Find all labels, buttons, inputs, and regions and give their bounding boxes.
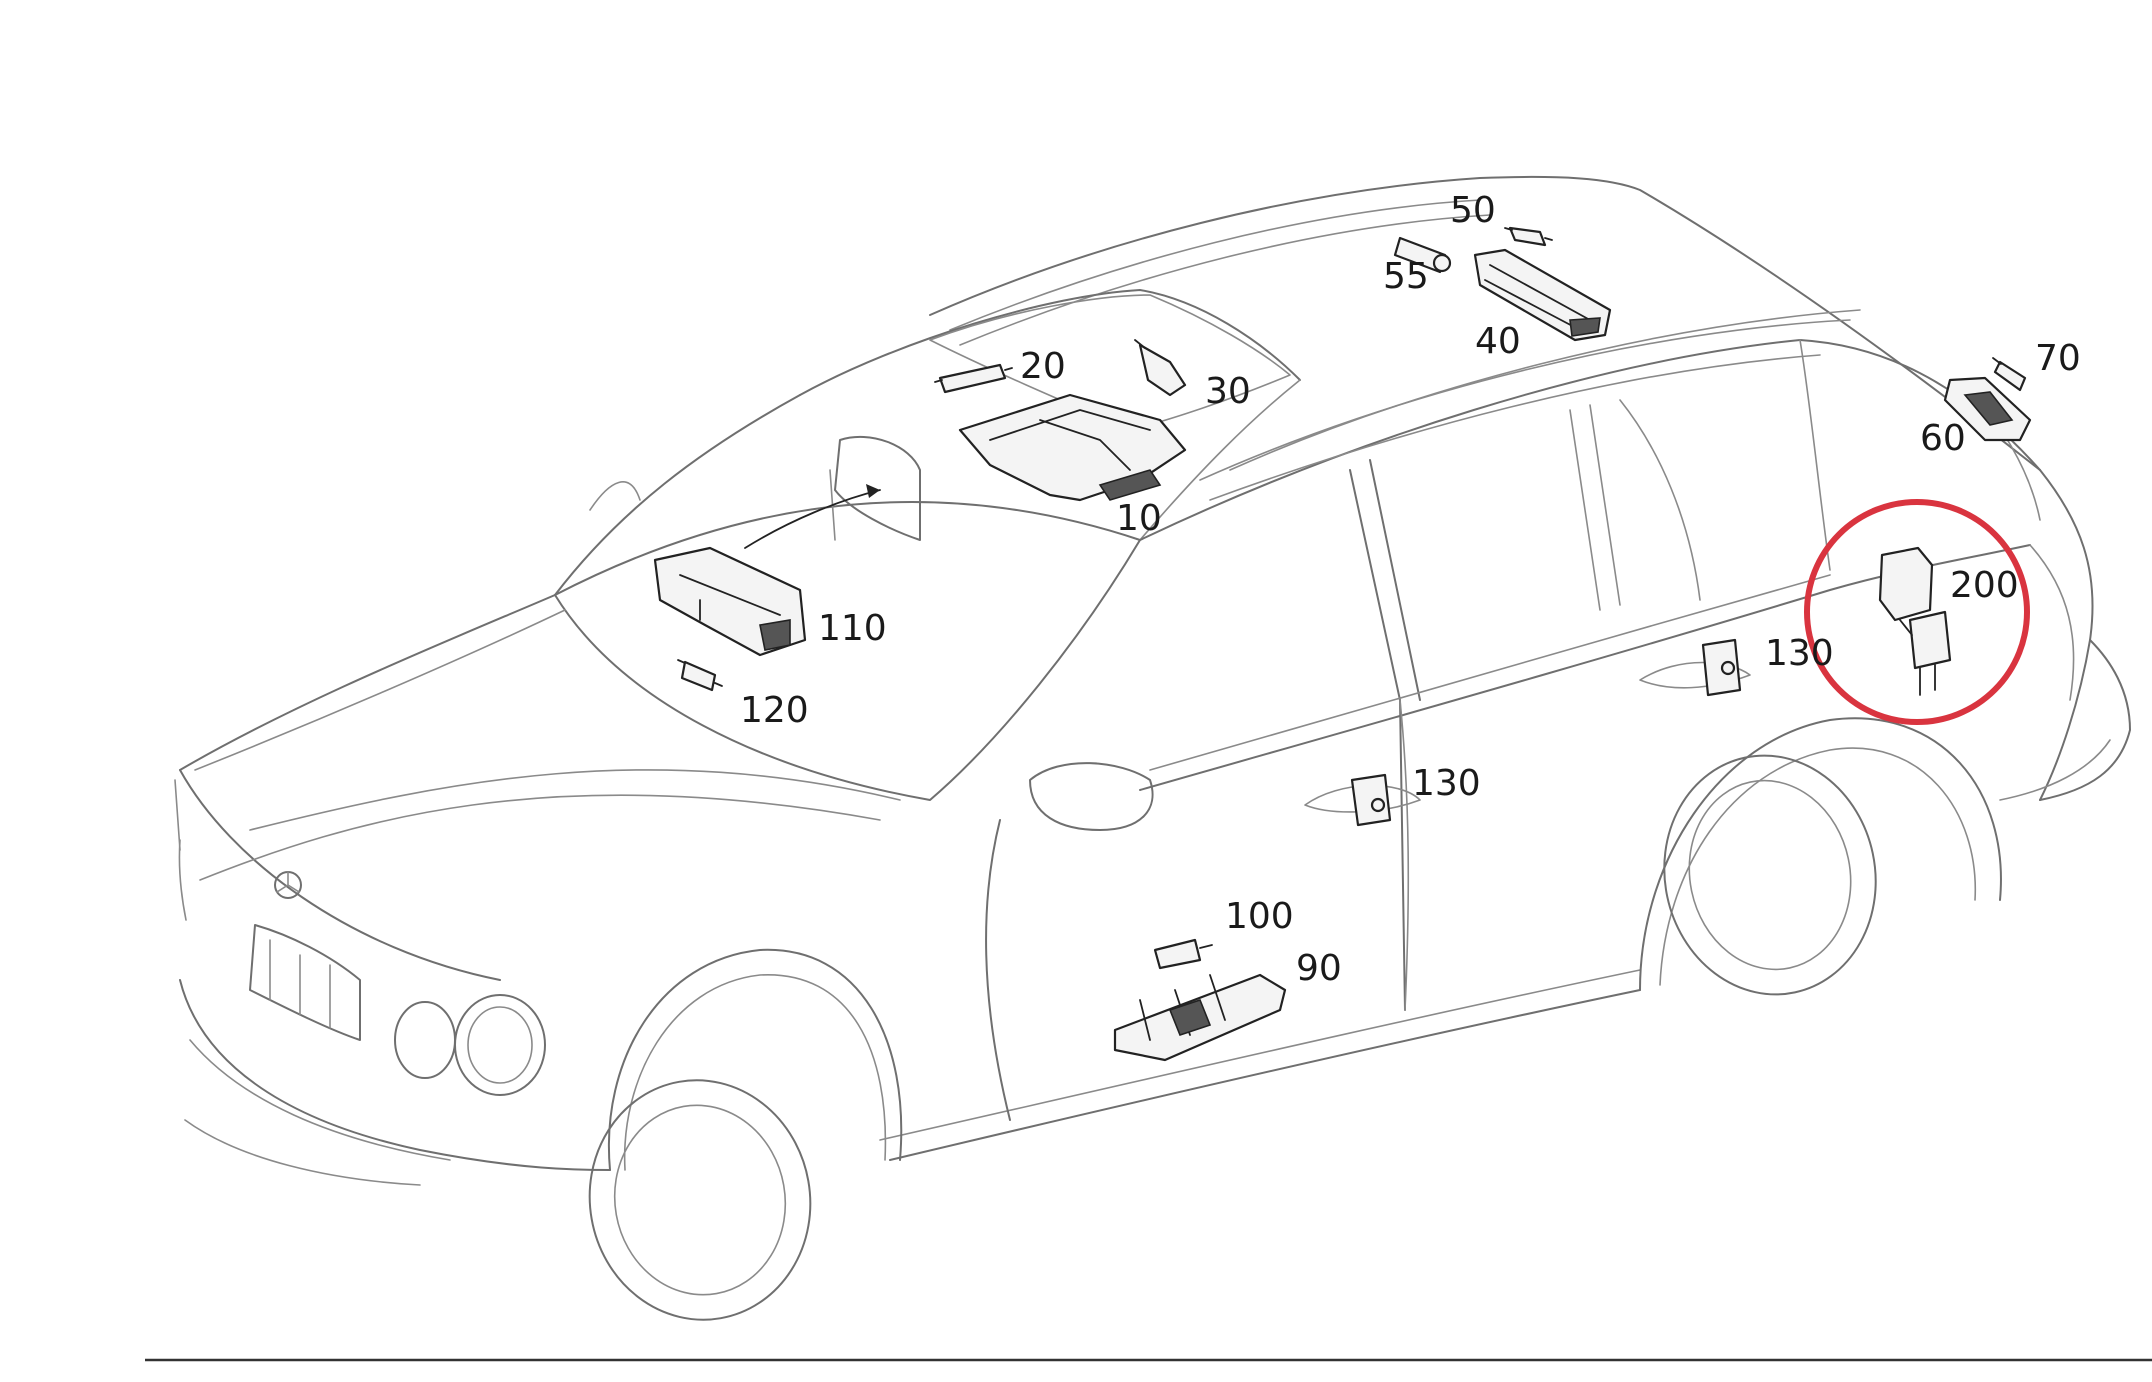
arrow-110-to-mirror [744, 484, 881, 549]
part-100-bulb [1153, 938, 1213, 970]
part-120-bulb [677, 659, 723, 692]
callout-40: 40 [1475, 321, 1521, 362]
part-110-mirror-light [653, 546, 807, 657]
callout-55: 55 [1383, 256, 1429, 297]
callout-110: 110 [818, 608, 887, 649]
part-90-door-lamp [1113, 973, 1287, 1062]
part-30-bulb [1134, 339, 1187, 397]
part-200-sensor [1878, 546, 1952, 696]
callout-10: 10 [1116, 498, 1162, 539]
part-50-bulb [1504, 226, 1553, 247]
callout-50: 50 [1450, 190, 1496, 231]
callout-30: 30 [1205, 371, 1251, 412]
callout-130-front: 130 [1412, 763, 1481, 804]
callout-200: 200 [1950, 565, 2019, 606]
part-40-roof-lamp [1473, 248, 1612, 342]
part-20-bulb [934, 363, 1013, 394]
part-10-roof-console [958, 393, 1187, 502]
callout-60: 60 [1920, 418, 1966, 459]
callout-labels: 10 20 30 40 50 55 60 70 90 100 110 120 1… [740, 190, 2081, 989]
callout-130-rear: 130 [1765, 633, 1834, 674]
part-70-bulb [1992, 357, 2027, 392]
callout-120: 120 [740, 690, 809, 731]
car-outline [174, 175, 2131, 1321]
callout-70: 70 [2035, 338, 2081, 379]
callout-100: 100 [1225, 896, 1294, 937]
part-60-tailgate-lamp [1943, 376, 2032, 442]
highlight-circle [1804, 499, 2030, 725]
callout-90: 90 [1296, 948, 1342, 989]
part-130-front-door-contact [1350, 773, 1392, 827]
part-55-bulb [1393, 236, 1452, 274]
callout-20: 20 [1020, 346, 1066, 387]
part-130-rear-door-contact [1701, 638, 1742, 697]
